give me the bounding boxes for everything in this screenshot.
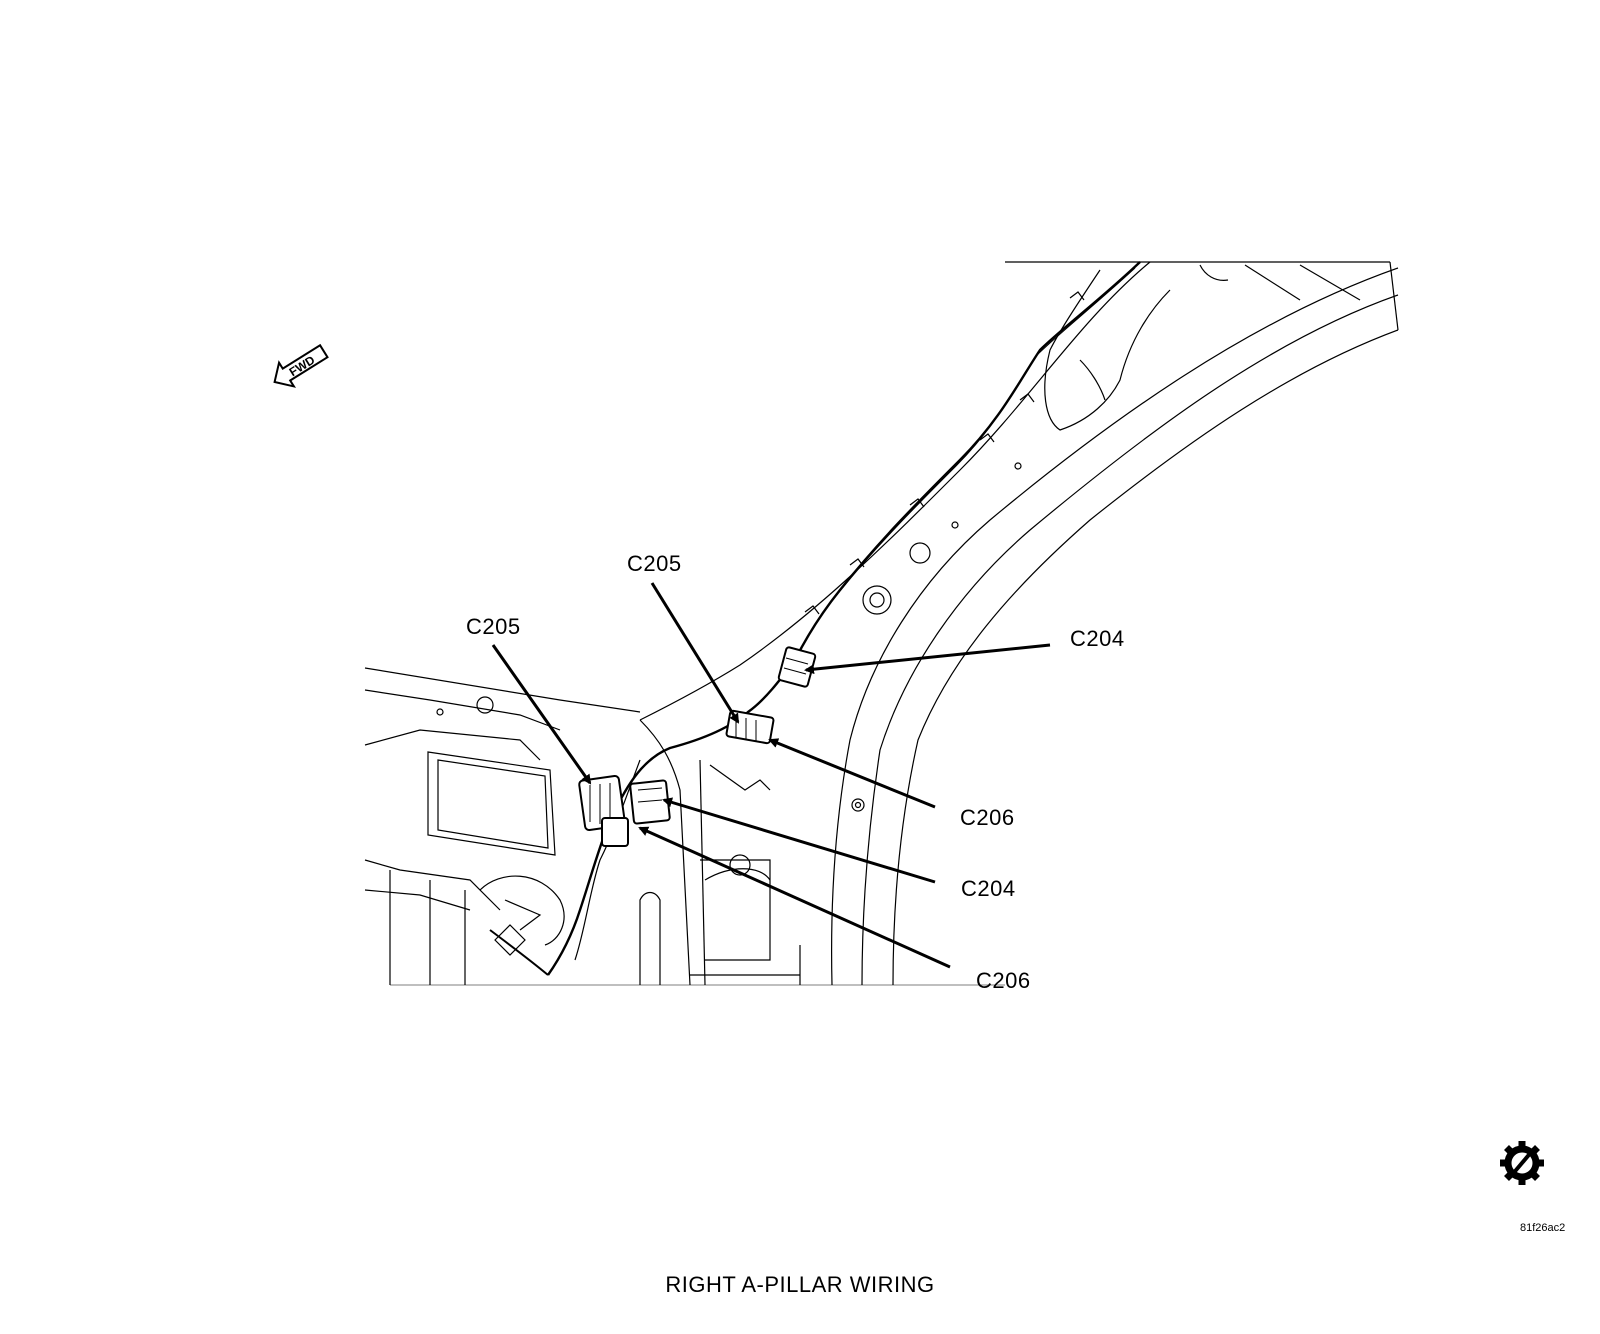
leader-lines xyxy=(491,582,1051,969)
callout-c205-lower: C205 xyxy=(466,614,521,639)
callout-c204-lower: C204 xyxy=(961,876,1016,901)
leader-c205-lower xyxy=(491,644,592,785)
callout-c204-upper: C204 xyxy=(1070,626,1125,651)
leader-c204-lower xyxy=(662,797,936,884)
leader-c206-upper xyxy=(768,738,936,809)
connector-c206-lower xyxy=(601,817,629,847)
leader-c205-upper xyxy=(650,582,740,724)
fwd-arrow-icon: FWD xyxy=(273,343,329,388)
gear-slash-icon xyxy=(1500,1141,1544,1185)
leader-c204-upper xyxy=(804,643,1051,675)
diagram-caption: RIGHT A-PILLAR WIRING xyxy=(665,1272,935,1297)
callout-c206-lower: C206 xyxy=(976,968,1031,993)
callout-c205-upper: C205 xyxy=(627,551,682,576)
connector-c204-upper xyxy=(777,646,817,688)
callout-c206-upper: C206 xyxy=(960,805,1015,830)
connector-c204-lower xyxy=(629,779,671,825)
leader-c206-lower xyxy=(638,826,951,969)
figure-id: 81f26ac2 xyxy=(1520,1222,1566,1234)
body-structure xyxy=(364,261,1399,986)
